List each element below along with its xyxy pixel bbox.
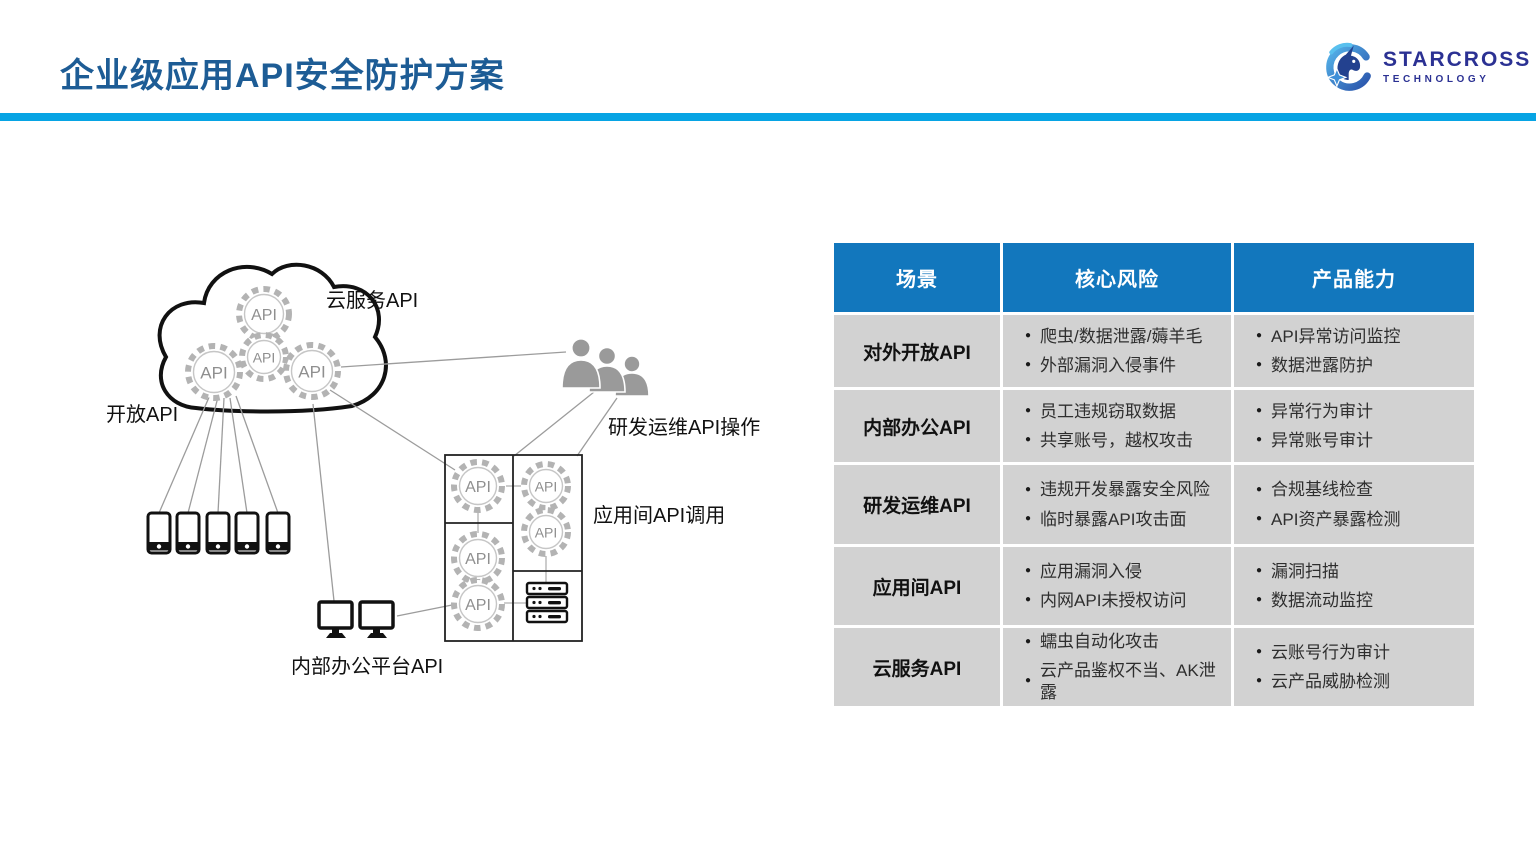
internal-office-label: 内部办公平台API	[291, 655, 443, 678]
api-gear-label: API	[465, 551, 491, 568]
api-gear-icon: API	[521, 507, 571, 557]
risk-item: 应用漏洞入侵	[1040, 561, 1143, 581]
table-scene-cell: 对外开放API	[834, 315, 1000, 387]
api-gear-label: API	[465, 479, 491, 496]
api-gear-icon: API	[236, 286, 292, 342]
api-gear-icon: API	[451, 577, 505, 631]
bullet-icon: ●	[1025, 330, 1032, 342]
capability-item: 合规基线检查	[1271, 480, 1374, 500]
risk-item: 临时暴露API攻击面	[1040, 509, 1187, 529]
risk-item: 外部漏洞入侵事件	[1040, 356, 1177, 375]
unicorn-logo-icon	[1326, 42, 1371, 91]
inter-app-label: 应用间API调用	[593, 504, 725, 527]
table-scene-cell: 内部办公API	[834, 390, 1000, 462]
capability-item: 云账号行为审计	[1271, 642, 1391, 662]
table-header-risk: 核心风险	[1003, 243, 1231, 312]
capability-item: 异常账号审计	[1271, 431, 1374, 450]
table-capability-cell: ● 合规基线检查 ● API资产暴露检测	[1234, 465, 1474, 544]
bullet-icon: ●	[1025, 483, 1032, 495]
table-capability-cell: ● 云账号行为审计 ● 云产品威胁检测	[1234, 628, 1474, 706]
capability-item: 云产品威胁检测	[1271, 672, 1391, 691]
risk-item: 内网API未授权访问	[1040, 591, 1187, 610]
api-gear-icon: API	[283, 342, 341, 400]
cloud-service-label: 云服务API	[326, 289, 418, 312]
risk-item: 爬虫/数据泄露/薅羊毛	[1040, 326, 1203, 346]
api-gear-label: API	[465, 597, 491, 614]
company-logo: STARCROSS TECHNOLOGY	[1320, 40, 1531, 94]
bullet-icon: ●	[1025, 359, 1032, 371]
capability-item: API资产暴露检测	[1271, 509, 1401, 529]
table-risk-cell: ● 蠕虫自动化攻击 ● 云产品鉴权不当、AK泄露	[1003, 628, 1231, 706]
risk-item: 违规开发暴露安全风险	[1040, 480, 1211, 500]
app-box	[444, 454, 583, 642]
divider-line	[0, 113, 1536, 121]
api-gear-label: API	[535, 525, 558, 541]
bullet-icon: ●	[1256, 434, 1263, 446]
risk-item: 蠕虫自动化攻击	[1040, 632, 1160, 652]
bullet-icon: ●	[1025, 594, 1032, 606]
table-risk-cell: ● 应用漏洞入侵 ● 内网API未授权访问	[1003, 547, 1231, 625]
api-gear-label: API	[251, 307, 277, 324]
api-gear-icon: API	[185, 343, 243, 401]
devops-label: 研发运维API操作	[608, 416, 760, 439]
bullet-icon: ●	[1025, 434, 1032, 446]
table-risk-cell: ● 员工违规窃取数据 ● 共享账号，越权攻击	[1003, 390, 1231, 462]
bullet-icon: ●	[1256, 675, 1263, 687]
api-gear-label: API	[535, 479, 558, 495]
table-risk-cell: ● 爬虫/数据泄露/薅羊毛 ● 外部漏洞入侵事件	[1003, 315, 1231, 387]
bullet-icon: ●	[1025, 405, 1032, 417]
bullet-icon: ●	[1025, 512, 1032, 524]
bullet-icon: ●	[1256, 594, 1263, 606]
capability-item: 异常行为审计	[1271, 401, 1374, 421]
bullet-icon: ●	[1025, 565, 1032, 577]
api-gear-label: API	[298, 362, 325, 381]
logo-subtitle: TECHNOLOGY	[1383, 73, 1490, 85]
table-capability-cell: ● 异常行为审计 ● 异常账号审计	[1234, 390, 1474, 462]
api-gear-icon: API	[451, 531, 505, 585]
table-capability-cell: ● API异常访问监控 ● 数据泄露防护	[1234, 315, 1474, 387]
smartphone-icons	[146, 511, 291, 555]
logo-name: STARCROSS	[1383, 48, 1532, 72]
bullet-icon: ●	[1025, 635, 1032, 647]
capability-item: 数据流动监控	[1271, 591, 1374, 610]
monitor-icons	[317, 600, 395, 638]
risk-item: 员工违规窃取数据	[1040, 401, 1177, 421]
table-scene-cell: 应用间API	[834, 547, 1000, 625]
connector-lines	[158, 351, 618, 617]
server-icon	[525, 581, 569, 624]
api-gear-icon: API	[239, 332, 289, 382]
capability-item: 漏洞扫描	[1271, 561, 1340, 581]
risk-item: 共享账号，越权攻击	[1040, 431, 1194, 450]
table-header-capability: 产品能力	[1234, 243, 1474, 312]
api-gear-label: API	[200, 363, 227, 382]
bullet-icon: ●	[1256, 330, 1263, 342]
table-scene-cell: 研发运维API	[834, 465, 1000, 544]
bullet-icon: ●	[1256, 512, 1263, 524]
bullet-icon: ●	[1256, 646, 1263, 658]
capability-item: API异常访问监控	[1271, 326, 1401, 346]
api-gear-icon: API	[451, 459, 505, 513]
api-architecture-diagram: API API API API API API API API API	[106, 262, 760, 678]
bullet-icon: ●	[1256, 483, 1263, 495]
open-api-label: 开放API	[106, 403, 178, 426]
risk-item: 云产品鉴权不当、AK泄露	[1040, 661, 1216, 702]
table-risk-cell: ● 违规开发暴露安全风险 ● 临时暴露API攻击面	[1003, 465, 1231, 544]
scenario-table: 场景 核心风险 产品能力 对外开放API ● 爬虫/数据泄露/薅羊毛 ● 外部漏洞入…	[834, 243, 1474, 706]
logo-text: STARCROSS TECHNOLOGY	[1383, 48, 1532, 85]
users-icon	[561, 337, 650, 397]
table-header-scene: 场景	[834, 243, 1000, 312]
capability-item: 数据泄露防护	[1271, 356, 1374, 375]
bullet-icon: ●	[1256, 359, 1263, 371]
api-gear-icon: API	[521, 461, 571, 511]
page-title: 企业级应用API安全防护方案	[60, 57, 505, 95]
bullet-icon: ●	[1256, 405, 1263, 417]
table-capability-cell: ● 漏洞扫描 ● 数据流动监控	[1234, 547, 1474, 625]
table-scene-cell: 云服务API	[834, 628, 1000, 706]
bullet-icon: ●	[1025, 675, 1032, 687]
bullet-icon: ●	[1256, 565, 1263, 577]
api-gear-label: API	[253, 350, 276, 366]
